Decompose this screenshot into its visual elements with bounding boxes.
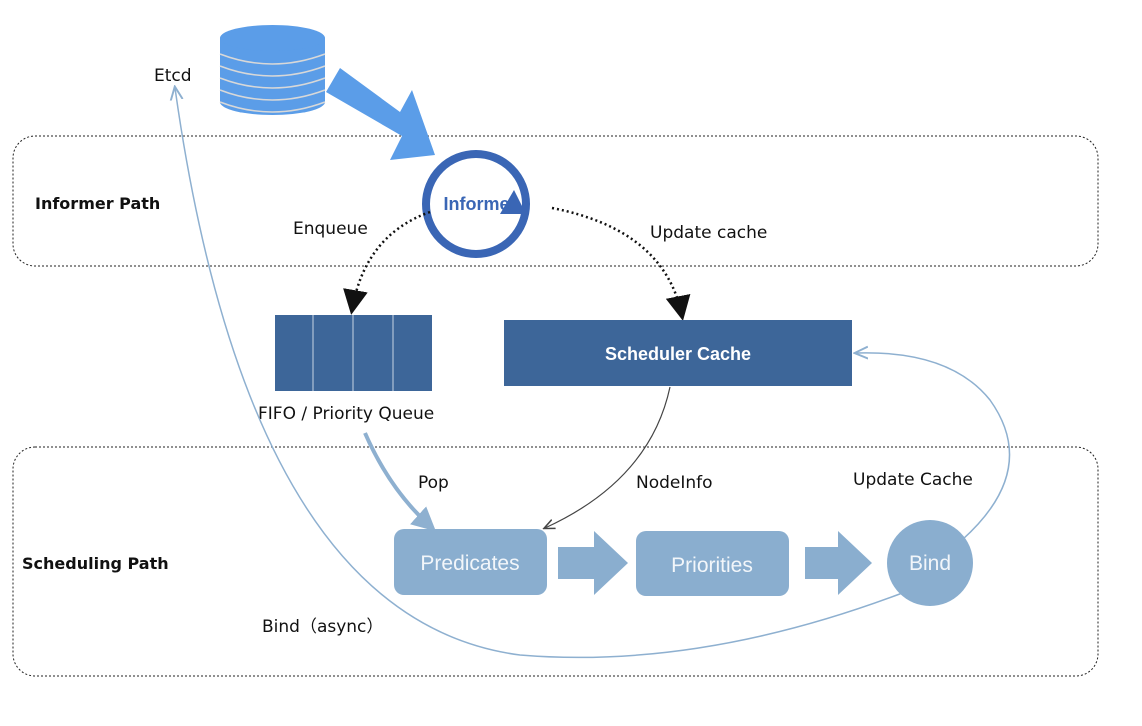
pop-arrow [363,432,436,532]
priorities-label: Priorities [671,554,753,577]
informer-path-label: Informer Path [35,194,160,213]
pop-label: Pop [418,473,449,493]
flow-arrow-icon [805,531,872,595]
queue-label: FIFO / Priority Queue [258,404,434,424]
bind-label: Bind [909,552,951,575]
scheduling-path-box [12,446,1099,677]
enqueue-label: Enqueue [293,219,368,239]
update-cache-label: Update cache [650,223,767,243]
update-cache-bind-label: Update Cache [853,470,973,490]
predicates-stage [394,529,547,595]
bind-async-label: Bind（async） [262,617,383,637]
enqueue-arrow [343,210,431,315]
etcd-label: Etcd [154,66,192,86]
scheduler-cache-label: Scheduler Cache [605,344,751,364]
priorities-stage [636,531,789,596]
scheduler-cache-block [504,320,852,386]
informer-path-box [12,135,1099,267]
queue-block [275,315,432,391]
nodeinfo-label: NodeInfo [636,473,713,493]
informer-label: Informer [443,194,516,214]
flow-arrow-icon [558,531,628,595]
informer-cycle-icon [422,150,530,258]
scheduling-path-label: Scheduling Path [22,554,169,573]
etcd-to-informer-arrow [326,68,435,160]
update-cache-arrow [551,206,691,321]
bind-update-cache-arrow [856,353,1011,541]
nodeinfo-arrow [545,386,671,528]
database-icon [219,25,326,115]
predicates-label: Predicates [420,552,519,575]
bind-stage [887,520,973,606]
bind-async-arrow [175,88,906,659]
